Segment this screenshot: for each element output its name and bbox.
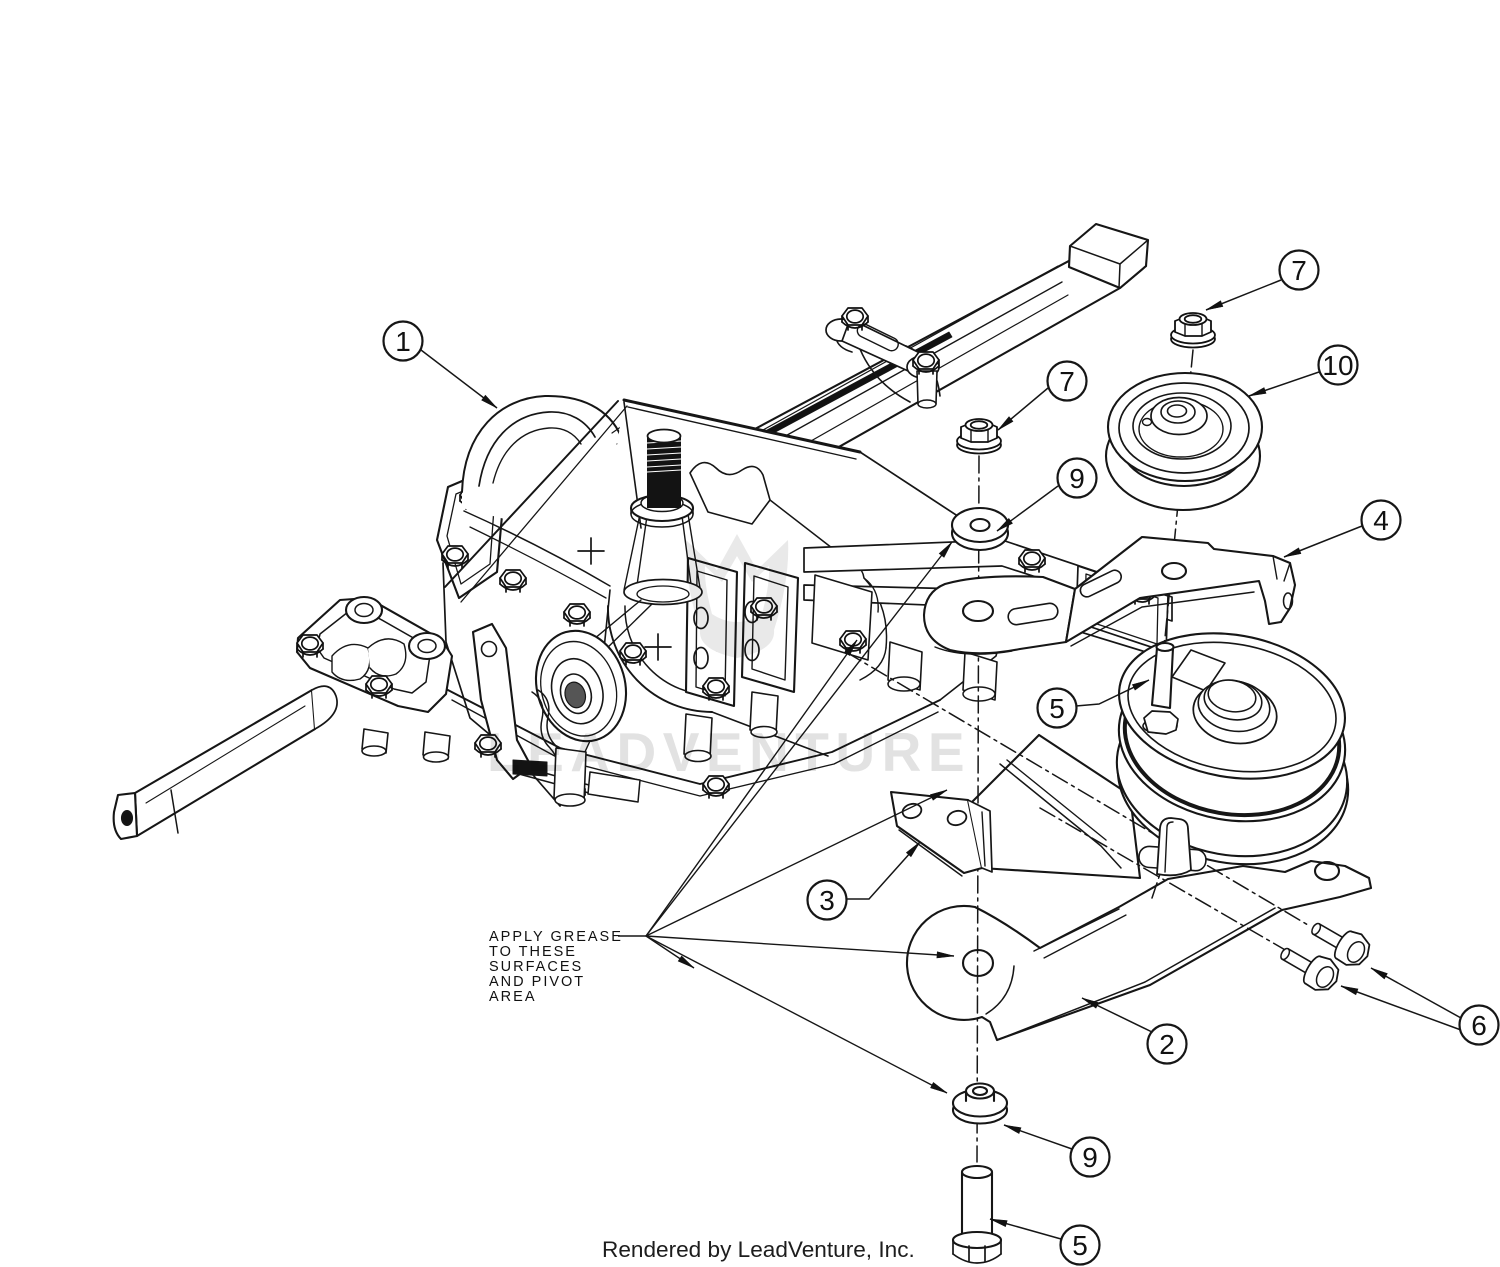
svg-text:9: 9 [1082,1142,1098,1173]
svg-text:10: 10 [1322,350,1353,381]
svg-text:5: 5 [1072,1230,1088,1261]
svg-text:APPLY GREASE: APPLY GREASE [489,929,623,945]
svg-text:2: 2 [1159,1029,1175,1060]
svg-text:6: 6 [1471,1010,1487,1041]
svg-text:AREA: AREA [489,989,537,1005]
svg-text:5: 5 [1049,693,1065,724]
svg-text:1: 1 [395,326,411,357]
svg-text:3: 3 [819,885,835,916]
svg-text:Rendered by LeadVenture, Inc.: Rendered by LeadVenture, Inc. [602,1237,915,1262]
svg-text:7: 7 [1291,255,1307,286]
svg-text:SURFACES: SURFACES [489,959,583,975]
svg-text:AND PIVOT: AND PIVOT [489,974,585,990]
svg-text:7: 7 [1059,366,1075,397]
svg-text:LEADVENTURE: LEADVENTURE [487,721,971,783]
svg-text:4: 4 [1373,505,1389,536]
svg-text:TO THESE: TO THESE [489,944,577,960]
svg-text:9: 9 [1069,463,1085,494]
